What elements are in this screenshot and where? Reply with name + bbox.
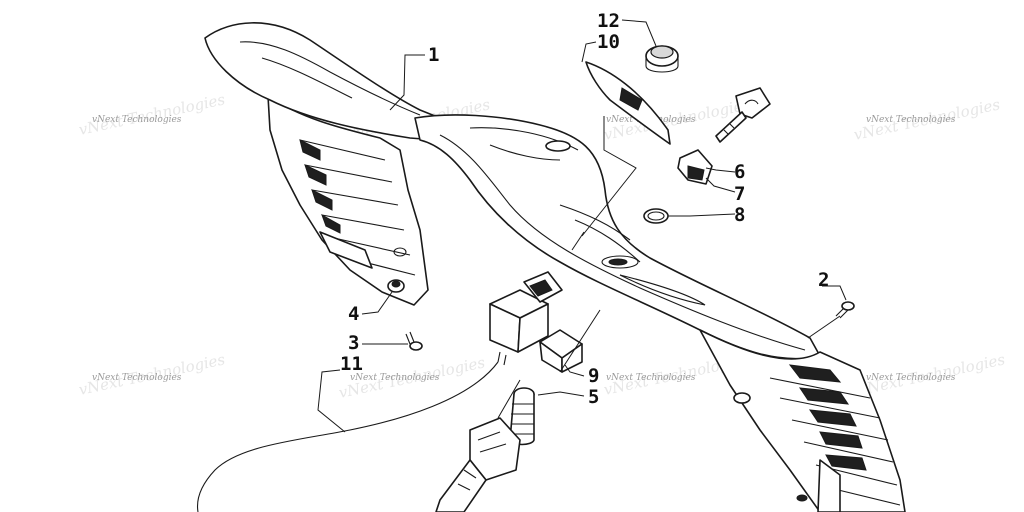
callout-4: 4 <box>348 303 359 325</box>
callout-12: 12 <box>597 10 620 32</box>
part-11-switch-harness[interactable] <box>196 271 563 512</box>
callout-labels: 1 2 3 4 5 6 7 8 9 10 11 12 <box>340 10 829 408</box>
callout-6: 6 <box>734 161 745 183</box>
part-4-nut[interactable] <box>387 279 405 293</box>
watermark-text: vNext Technologies <box>350 373 440 383</box>
watermark-text: vNext Technologies <box>866 373 956 383</box>
part-7-switch-nut[interactable] <box>677 149 713 185</box>
callout-11: 11 <box>340 353 363 375</box>
part-6-key[interactable] <box>715 87 771 143</box>
part-3-screw[interactable] <box>405 331 423 351</box>
part-12-knob[interactable] <box>645 45 679 73</box>
watermark-text: vNext Technologies <box>606 373 696 383</box>
callout-10: 10 <box>597 31 620 53</box>
callout-2: 2 <box>818 269 829 291</box>
part-10-decal[interactable] <box>585 61 671 145</box>
part-8-washer[interactable] <box>643 208 669 224</box>
watermark-text: vNext Technologies <box>92 115 182 125</box>
watermark-text: vNext Technologies <box>866 115 956 125</box>
part-1-handlebar-pod[interactable] <box>204 22 906 512</box>
part-2-screw[interactable] <box>835 301 855 319</box>
callout-9: 9 <box>588 365 599 387</box>
part-5-key-switch[interactable] <box>435 387 535 512</box>
callout-7: 7 <box>734 183 745 205</box>
callout-5: 5 <box>588 386 599 408</box>
callout-8: 8 <box>734 204 745 226</box>
callout-3: 3 <box>348 332 359 354</box>
watermark-text: vNext Technologies <box>92 373 182 383</box>
callout-1: 1 <box>428 44 439 66</box>
part-9-connector[interactable] <box>539 329 583 373</box>
leader-lines <box>317 19 847 433</box>
